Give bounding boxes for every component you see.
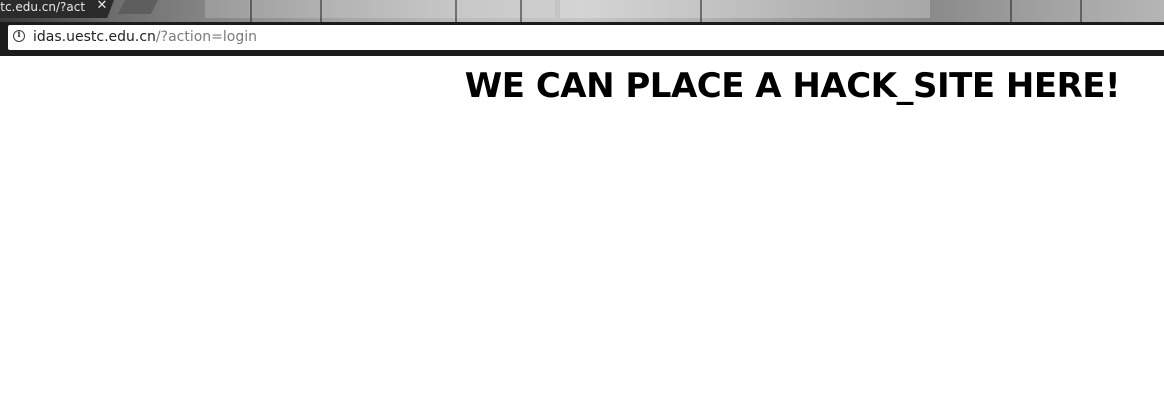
browser-theme-background	[0, 0, 1164, 22]
tab-title: stc.edu.cn/?actio	[0, 0, 86, 14]
url-host: idas.uestc.edu.cn	[33, 29, 156, 45]
address-bar[interactable]: i idas.uestc.edu.cn/?action=login	[8, 25, 1164, 50]
browser-chrome: stc.edu.cn/?actio ✕ i idas.uestc.edu.cn/…	[0, 0, 1164, 56]
browser-tab-active[interactable]: stc.edu.cn/?actio ✕	[0, 0, 114, 18]
new-tab-button[interactable]	[118, 0, 158, 14]
close-icon[interactable]: ✕	[96, 0, 108, 13]
url-text[interactable]: idas.uestc.edu.cn/?action=login	[33, 28, 257, 46]
page-headline: WE CAN PLACE A HACK_SITE HERE!	[464, 66, 1121, 106]
page-content: WE CAN PLACE A HACK_SITE HERE!	[0, 56, 1164, 402]
url-path: /?action=login	[155, 29, 257, 45]
info-icon[interactable]: i	[13, 30, 25, 42]
